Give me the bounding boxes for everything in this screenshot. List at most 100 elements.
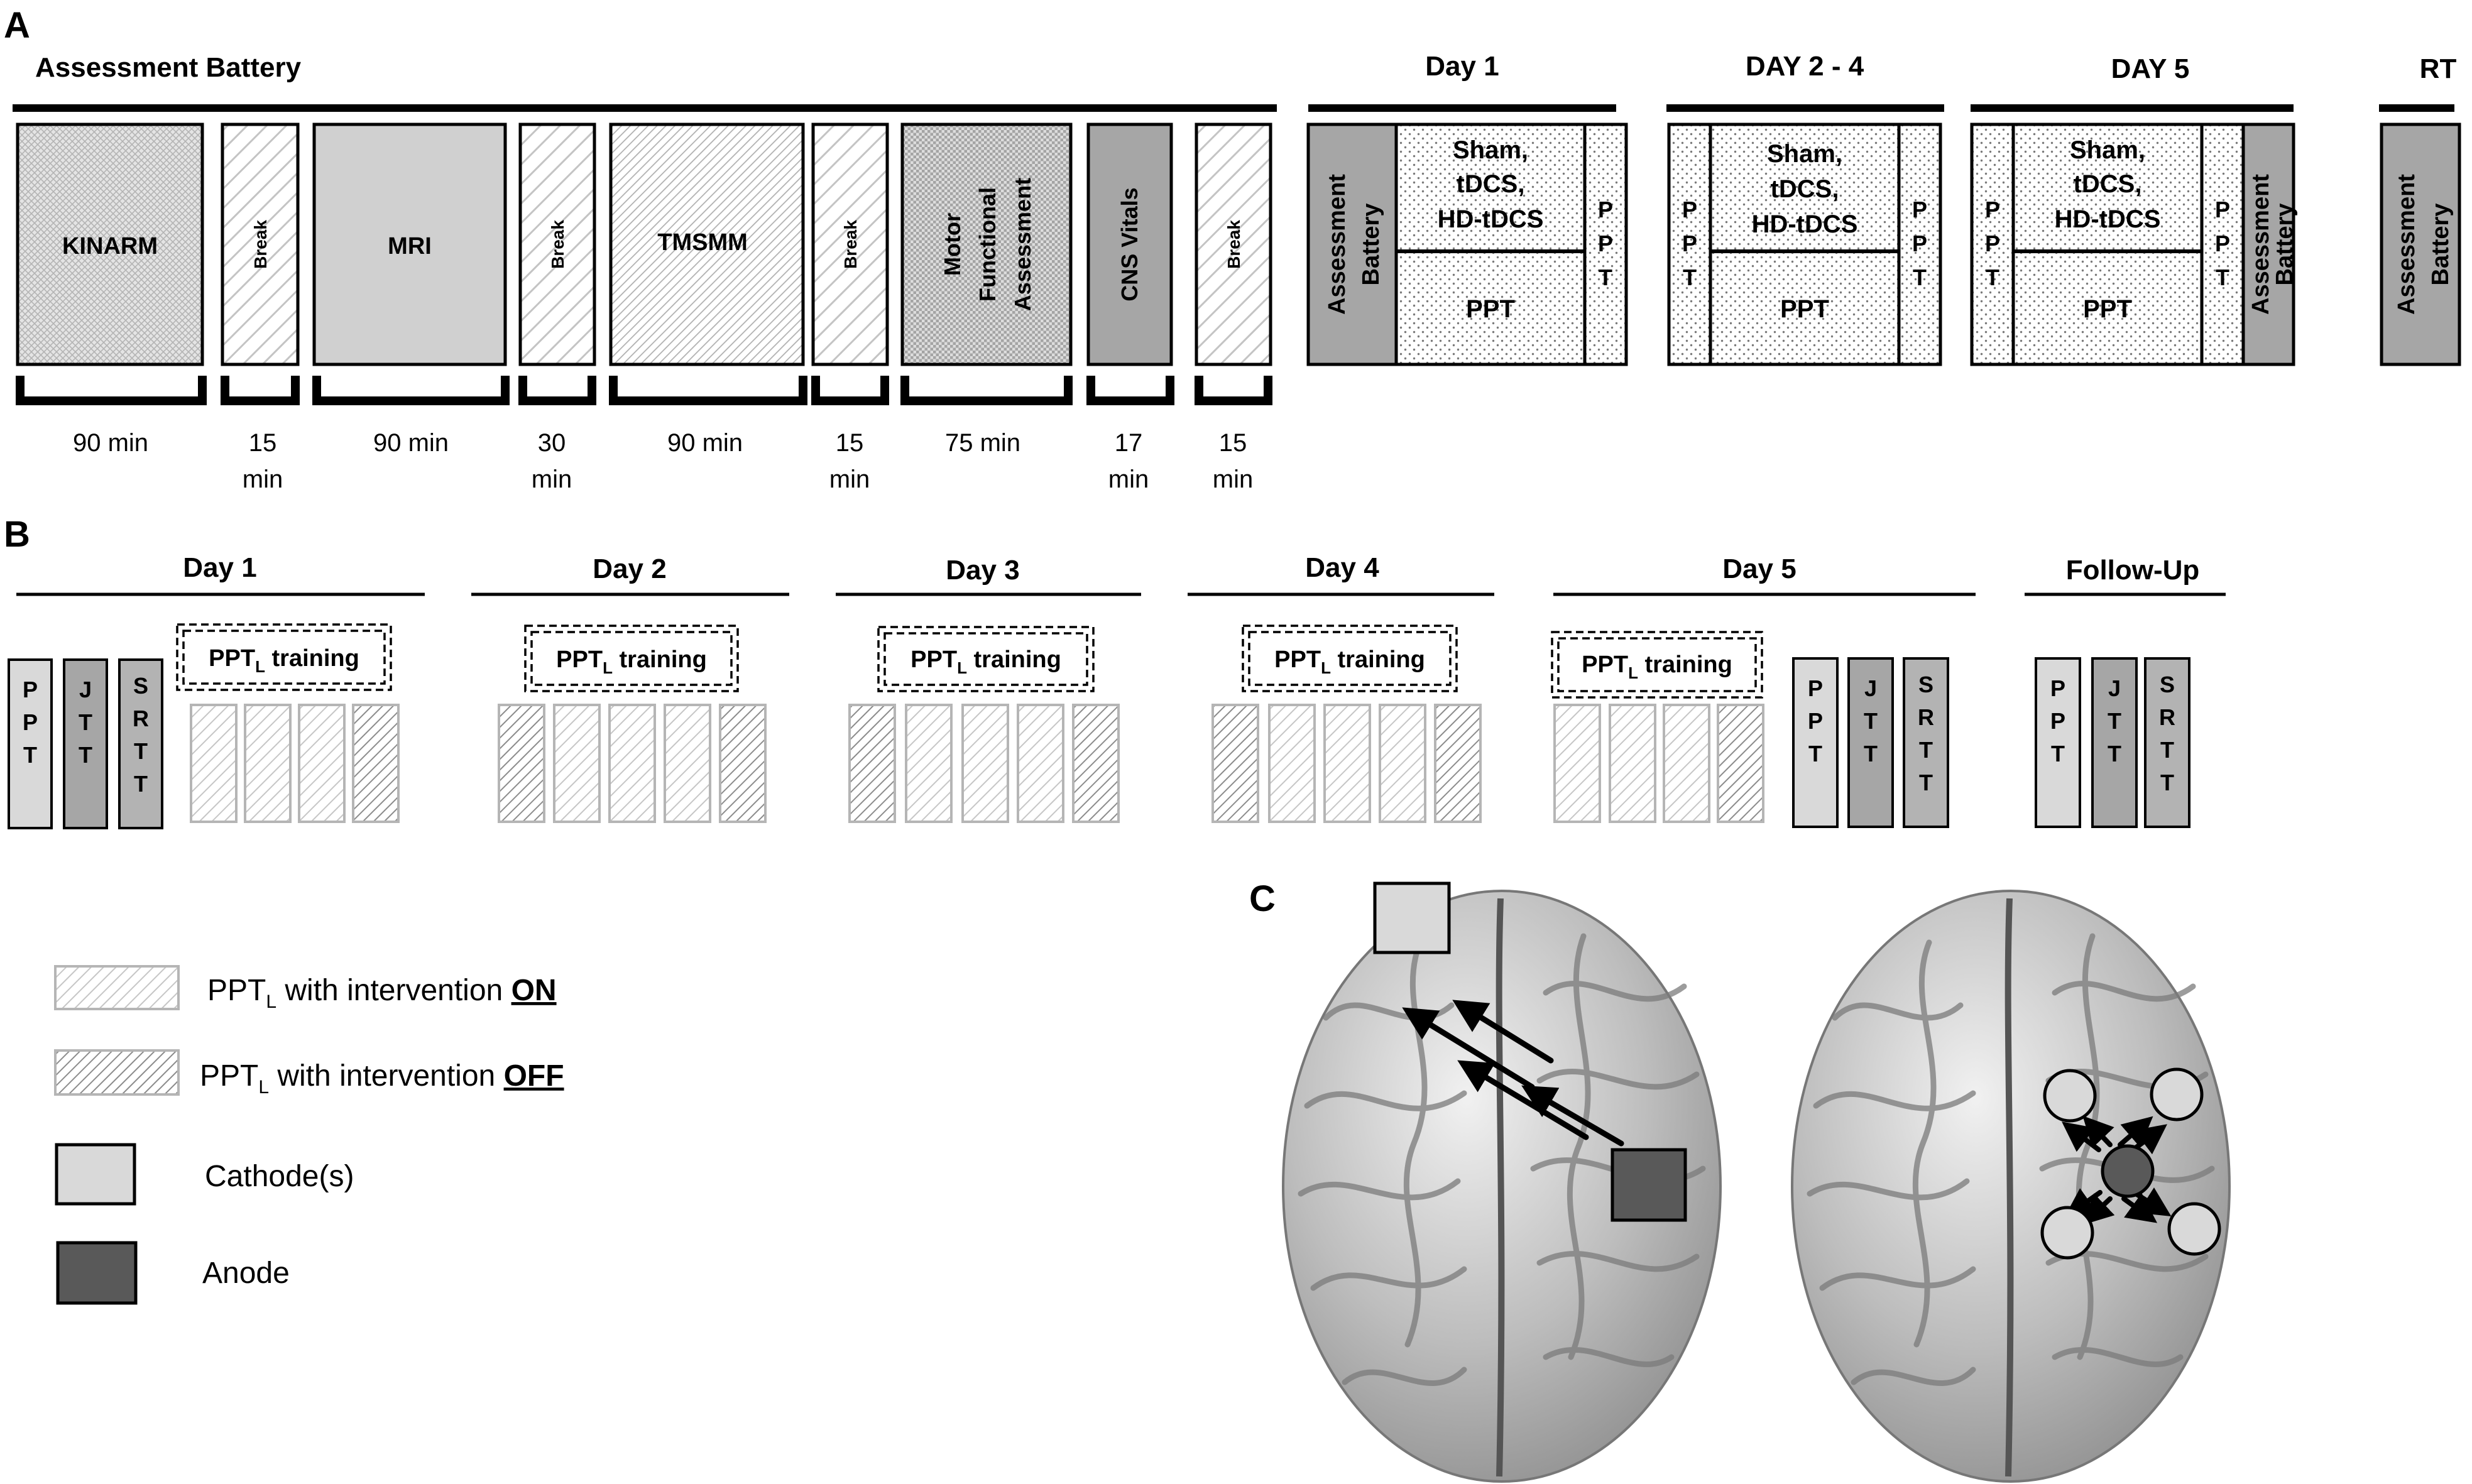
b-day-3-title: Day 3 xyxy=(946,555,1019,586)
legend-label-off: PPTL with intervention OFF xyxy=(200,1059,564,1098)
duration-break-2-b: min xyxy=(532,466,572,493)
day-5-assessment-line-2: Battery xyxy=(2272,204,2298,286)
duration-mri: 90 min xyxy=(373,429,449,457)
day-5-ppt-right-3: T xyxy=(2216,265,2229,290)
day-1-ppt: PPT xyxy=(1466,295,1515,323)
b-day-5-title: Day 5 xyxy=(1722,554,1796,584)
bf-ppt-1: P xyxy=(2050,675,2065,701)
b1-ppt-2: P xyxy=(23,709,38,735)
legend-swatch-anode xyxy=(56,1241,138,1305)
block-break-2: Break xyxy=(518,123,596,366)
block-kinarm: KINARM xyxy=(16,123,204,366)
bf-ppt-3: T xyxy=(2051,741,2065,767)
bf-jtt-3: T xyxy=(2108,741,2121,767)
day-1-stim-line-3: HD-tDCS xyxy=(1438,205,1544,233)
duration-break-1-b: min xyxy=(243,466,283,493)
duration-break-3-a: 15 xyxy=(836,429,864,457)
block-label-motor-line-1: Motor xyxy=(939,213,965,276)
block-mri: MRI xyxy=(312,123,507,366)
panel-letter-a: A xyxy=(4,5,30,46)
b5-ppt-3: T xyxy=(1808,741,1822,767)
bf-jtt-2: T xyxy=(2108,708,2121,734)
b-day-2-training: PPTL training xyxy=(556,647,707,677)
block-tmsmm: TMSMM xyxy=(609,123,805,366)
day-2-4-ppt-right-1: P xyxy=(1912,197,1927,222)
b-day-1-training: PPTL training xyxy=(209,645,359,676)
block-label-tmsmm: TMSMM xyxy=(657,229,748,256)
panel-a-day-5: DAY 5 P P T Sham, tDCS, HD-tDCS PPT P P … xyxy=(1970,53,2298,366)
duration-break-1-a: 15 xyxy=(249,429,277,457)
day-1-ppt-vert-2: P xyxy=(1598,231,1613,256)
hd-cathode-bottom-left xyxy=(2040,1206,2094,1260)
assessment-battery-title: Assessment Battery xyxy=(35,52,302,83)
panel-a-day-2-4: DAY 2 - 4 P P T Sham, tDCS, HD-tDCS PPT … xyxy=(1666,51,1944,366)
duration-break-4-a: 15 xyxy=(1219,429,1247,457)
bf-srtt-2: R xyxy=(2159,704,2175,730)
day-1-stim-line-1: Sham, xyxy=(1453,136,1528,164)
block-break-4: Break xyxy=(1195,123,1272,366)
block-break-3: Break xyxy=(811,123,889,366)
b5-jtt-3: T xyxy=(1864,741,1878,767)
bf-srtt-4: T xyxy=(2160,770,2174,795)
duration-break-3-b: min xyxy=(829,466,870,493)
bf-ppt-2: P xyxy=(2050,708,2065,734)
legend-label-anode: Anode xyxy=(202,1257,290,1290)
b1-ppt-1: P xyxy=(23,677,38,702)
rt-assessment-line-1: Assessment xyxy=(2393,174,2420,315)
day-2-4-stim-line-2: tDCS, xyxy=(1771,175,1839,203)
block-label-mri: MRI xyxy=(388,233,432,259)
b1-srtt-4: T xyxy=(134,771,148,797)
duration-labels: 90 min 15 min 90 min 30 min 90 min 15 mi… xyxy=(73,429,1253,493)
day-5-ppt-right-1: P xyxy=(2215,197,2230,222)
legend-label-cathode: Cathode(s) xyxy=(205,1160,354,1193)
duration-break-2-a: 30 xyxy=(538,429,566,457)
block-label-break-4: Break xyxy=(1224,220,1244,269)
hd-cathode-top-right xyxy=(2150,1067,2204,1121)
day-5-ppt-left-3: T xyxy=(1986,265,1999,290)
panel-a-rt: RT Assessment Battery xyxy=(2379,53,2461,366)
b1-srtt-3: T xyxy=(134,738,148,764)
day-5-title: DAY 5 xyxy=(2111,53,2190,84)
b-day-5-tests: P P T J T T S R T T xyxy=(1792,657,1949,828)
b-day-3-training: PPTL training xyxy=(911,647,1061,677)
day-2-4-ppt-left-1: P xyxy=(1682,197,1697,222)
b5-ppt-2: P xyxy=(1808,708,1823,734)
block-break-1: Break xyxy=(221,123,300,366)
day-2-4-ppt-left-3: T xyxy=(1683,265,1697,290)
legend-swatch-on xyxy=(54,965,180,1010)
day-5-stim-line-1: Sham, xyxy=(2070,136,2145,164)
b5-srtt-2: R xyxy=(1918,704,1934,730)
day-1-assessment-line-2: Battery xyxy=(1358,204,1384,286)
legend-label-on: PPTL with intervention ON xyxy=(207,974,557,1012)
block-label-motor-line-2: Functional xyxy=(975,187,1000,302)
anode-square xyxy=(1611,1148,1687,1222)
hd-cathode-bottom-right xyxy=(2167,1202,2221,1256)
b-day-1-title: Day 1 xyxy=(183,552,256,583)
b5-jtt-1: J xyxy=(1864,675,1877,701)
day-5-ppt-right-2: P xyxy=(2215,231,2230,256)
current-arrows-left xyxy=(1402,1000,1624,1147)
day-2-4-ppt-right-2: P xyxy=(1912,231,1927,256)
legend-swatch-cathode xyxy=(55,1143,136,1206)
hd-anode-center xyxy=(2101,1144,2155,1198)
day-5-stim-line-3: HD-tDCS xyxy=(2055,205,2161,233)
day-5-ppt-left-1: P xyxy=(1985,197,2000,222)
cathode-square xyxy=(1373,881,1451,954)
legend-swatch-off xyxy=(54,1049,180,1096)
bf-srtt-1: S xyxy=(2160,672,2175,697)
day-5-stim-line-2: tDCS, xyxy=(2074,170,2142,198)
brain-left xyxy=(1282,881,1722,1483)
b-day-4-title: Day 4 xyxy=(1305,552,1379,583)
block-label-break-3: Break xyxy=(841,220,860,269)
assessment-battery-bar xyxy=(13,104,1277,112)
b-day-5-training: PPTL training xyxy=(1582,652,1732,682)
b5-srtt-4: T xyxy=(1919,770,1933,795)
bf-srtt-3: T xyxy=(2160,737,2174,763)
panel-b: Day 1 Day 2 Day 3 Day 4 Day 5 Follow-Up … xyxy=(8,552,2226,829)
duration-brackets xyxy=(16,376,1272,405)
day-1-ppt-vert-1: P xyxy=(1598,197,1613,222)
day-2-4-stim-line-1: Sham, xyxy=(1767,140,1842,168)
b1-jtt-1: J xyxy=(79,677,92,702)
b-follow-up-title: Follow-Up xyxy=(2066,555,2200,586)
